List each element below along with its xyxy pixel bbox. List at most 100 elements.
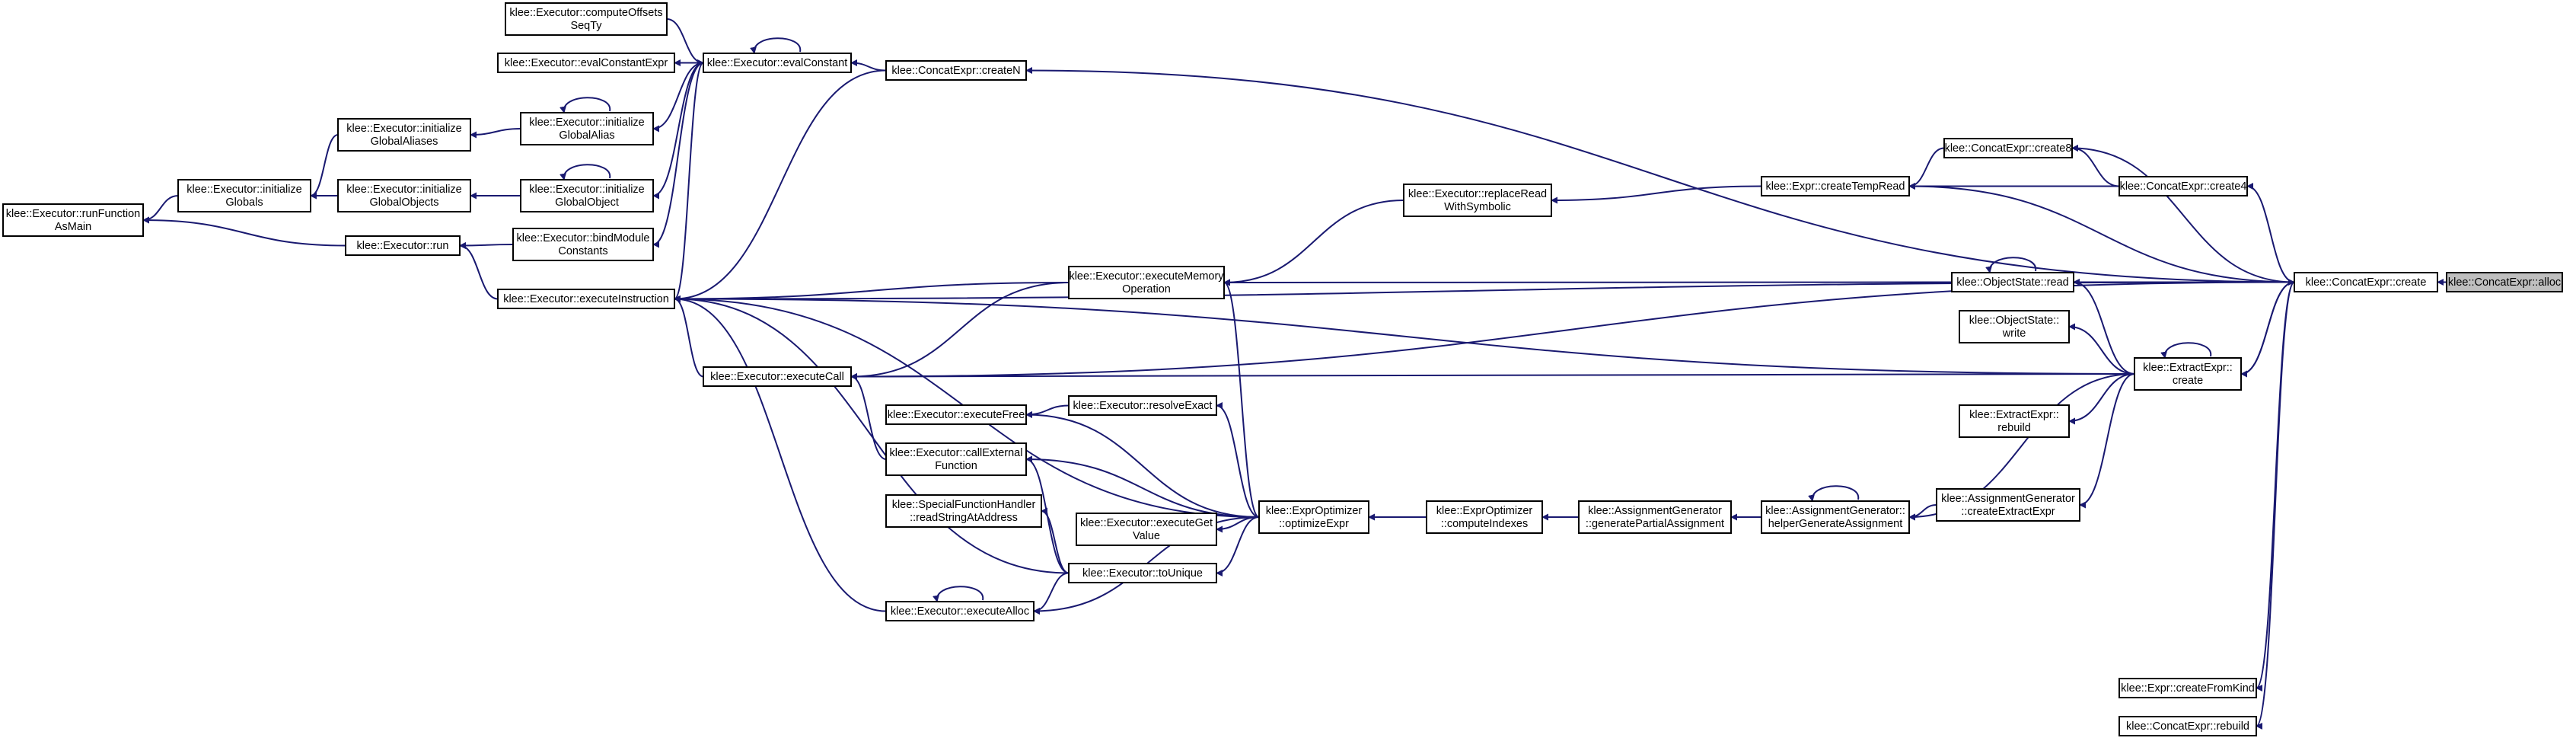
edge-exec_run-to-exec_executeInstruction xyxy=(459,242,499,300)
node-box[interactable] xyxy=(497,289,675,309)
node-box[interactable] xyxy=(337,118,471,152)
node-box[interactable] xyxy=(1068,395,1217,416)
edge-exec_executeCall-to-concat_create xyxy=(850,281,2295,380)
node-label: klee::Executor::evalConstant xyxy=(707,57,848,69)
node-label: klee::AssignmentGenerator:: xyxy=(1765,505,1905,517)
node-concat_rebuild[interactable]: klee::ConcatExpr::rebuild xyxy=(2119,716,2257,736)
node-label: klee::Executor::initialize xyxy=(187,184,302,196)
node-concat_create[interactable]: klee::ConcatExpr::create xyxy=(2294,272,2438,292)
edge-ag_helper-to-ag_createExtract xyxy=(1908,504,1937,521)
node-box[interactable] xyxy=(1761,500,1910,534)
node-exec_toUnique[interactable]: klee::Executor::toUnique xyxy=(1068,563,1217,583)
node-box[interactable] xyxy=(520,112,654,145)
node-concat_alloc[interactable]: klee::ConcatExpr::alloc xyxy=(2446,272,2563,292)
node-label: klee::ConcatExpr::rebuild xyxy=(2126,720,2249,733)
node-label: WithSymbolic xyxy=(1444,201,1511,213)
node-exec_executeInstruction[interactable]: klee::Executor::executeInstruction xyxy=(497,289,675,309)
node-ag_createExtract[interactable]: klee::AssignmentGenerator::createExtract… xyxy=(1936,488,2080,522)
node-box[interactable] xyxy=(2294,272,2438,292)
node-exec_evalConstantExpr[interactable]: klee::Executor::evalConstantExpr xyxy=(497,53,675,73)
node-objstate_read[interactable]: klee::ObjectState::read xyxy=(1951,272,2074,292)
root-node-box[interactable] xyxy=(2446,272,2563,292)
node-box[interactable] xyxy=(703,366,852,387)
node-exec_executeFree[interactable]: klee::Executor::executeFree xyxy=(885,404,1027,425)
node-box[interactable] xyxy=(1258,500,1369,534)
node-label: Globals xyxy=(225,196,263,209)
edge-extract_rebuild-to-extract_create xyxy=(2068,373,2135,425)
node-box[interactable] xyxy=(885,404,1027,425)
node-box[interactable] xyxy=(885,60,1027,81)
node-box[interactable] xyxy=(885,494,1042,528)
node-box[interactable] xyxy=(1068,563,1217,583)
node-box[interactable] xyxy=(885,442,1027,476)
node-box[interactable] xyxy=(1426,500,1543,534)
node-exec_executeAlloc[interactable]: klee::Executor::executeAlloc xyxy=(885,601,1035,621)
node-box[interactable] xyxy=(1068,266,1225,299)
node-box[interactable] xyxy=(1959,310,2070,343)
edge-expr_createFromKind-to-concat_create xyxy=(2256,281,2295,691)
node-exec_resolveExact[interactable]: klee::Executor::resolveExact xyxy=(1068,395,1217,416)
node-label: ::createExtractExpr xyxy=(1961,506,2055,518)
node-box[interactable] xyxy=(177,179,311,212)
edge-exec_bindModule-to-exec_evalConstant xyxy=(652,62,704,248)
node-label: GlobalObjects xyxy=(369,196,438,209)
edge-exec_toUnique-to-eo_optimizeExpr xyxy=(1216,516,1260,577)
node-box[interactable] xyxy=(885,601,1035,621)
node-box[interactable] xyxy=(1943,138,2073,158)
node-box[interactable] xyxy=(505,2,668,36)
edge-expr_createTempRead-to-concat_create8 xyxy=(1908,147,1945,190)
node-box[interactable] xyxy=(2134,357,2242,391)
node-ag_generatePartial[interactable]: klee::AssignmentGenerator::generateParti… xyxy=(1578,500,1732,534)
node-box[interactable] xyxy=(1951,272,2074,292)
node-box[interactable] xyxy=(1403,184,1552,217)
node-eo_computeIndexes[interactable]: klee::ExprOptimizer::computeIndexes xyxy=(1426,500,1543,534)
node-exec_run[interactable]: klee::Executor::run xyxy=(345,235,461,256)
node-box[interactable] xyxy=(2119,716,2257,736)
node-box[interactable] xyxy=(497,53,675,73)
node-box[interactable] xyxy=(1761,176,1910,196)
node-expr_createTempRead[interactable]: klee::Expr::createTempRead xyxy=(1761,176,1910,196)
node-box[interactable] xyxy=(2119,678,2257,698)
node-ag_helper[interactable]: klee::AssignmentGenerator::helperGenerat… xyxy=(1761,500,1910,534)
node-box[interactable] xyxy=(1936,488,2080,522)
node-box[interactable] xyxy=(337,179,471,212)
node-exec_executeCall[interactable]: klee::Executor::executeCall xyxy=(703,366,852,387)
node-label: ::readStringAtAddress xyxy=(910,512,1018,524)
node-box[interactable] xyxy=(2,203,144,237)
node-box[interactable] xyxy=(2119,176,2248,196)
node-extract_create[interactable]: klee::ExtractExpr::create xyxy=(2134,357,2242,391)
edge-exec_initGlobalObject-to-exec_initGlobalObject xyxy=(560,164,611,180)
node-concat_createN[interactable]: klee::ConcatExpr::createN xyxy=(885,60,1027,81)
node-box[interactable] xyxy=(512,228,654,261)
node-exec_evalConstant[interactable]: klee::Executor::evalConstant xyxy=(703,53,852,73)
node-eo_optimizeExpr[interactable]: klee::ExprOptimizer::optimizeExpr xyxy=(1258,500,1369,534)
node-concat_create8[interactable]: klee::ConcatExpr::create8 xyxy=(1943,138,2073,158)
node-box[interactable] xyxy=(345,235,461,256)
node-expr_createFromKind[interactable]: klee::Expr::createFromKind xyxy=(2119,678,2257,698)
node-concat_create4[interactable]: klee::ConcatExpr::create4 xyxy=(2119,176,2248,196)
node-sfh_readString[interactable]: klee::SpecialFunctionHandler::readString… xyxy=(885,494,1042,528)
node-extract_rebuild[interactable]: klee::ExtractExpr::rebuild xyxy=(1959,404,2070,438)
edge-exec_executeAlloc-to-exec_executeAlloc xyxy=(933,586,984,602)
node-label: Constants xyxy=(558,245,607,257)
node-box[interactable] xyxy=(1076,513,1217,546)
node-box[interactable] xyxy=(703,53,852,73)
node-box[interactable] xyxy=(1959,404,2070,438)
node-box[interactable] xyxy=(520,179,654,212)
node-label: klee::Executor::bindModule xyxy=(517,232,650,244)
node-objstate_write[interactable]: klee::ObjectState::write xyxy=(1959,310,2070,343)
node-box[interactable] xyxy=(1578,500,1732,534)
